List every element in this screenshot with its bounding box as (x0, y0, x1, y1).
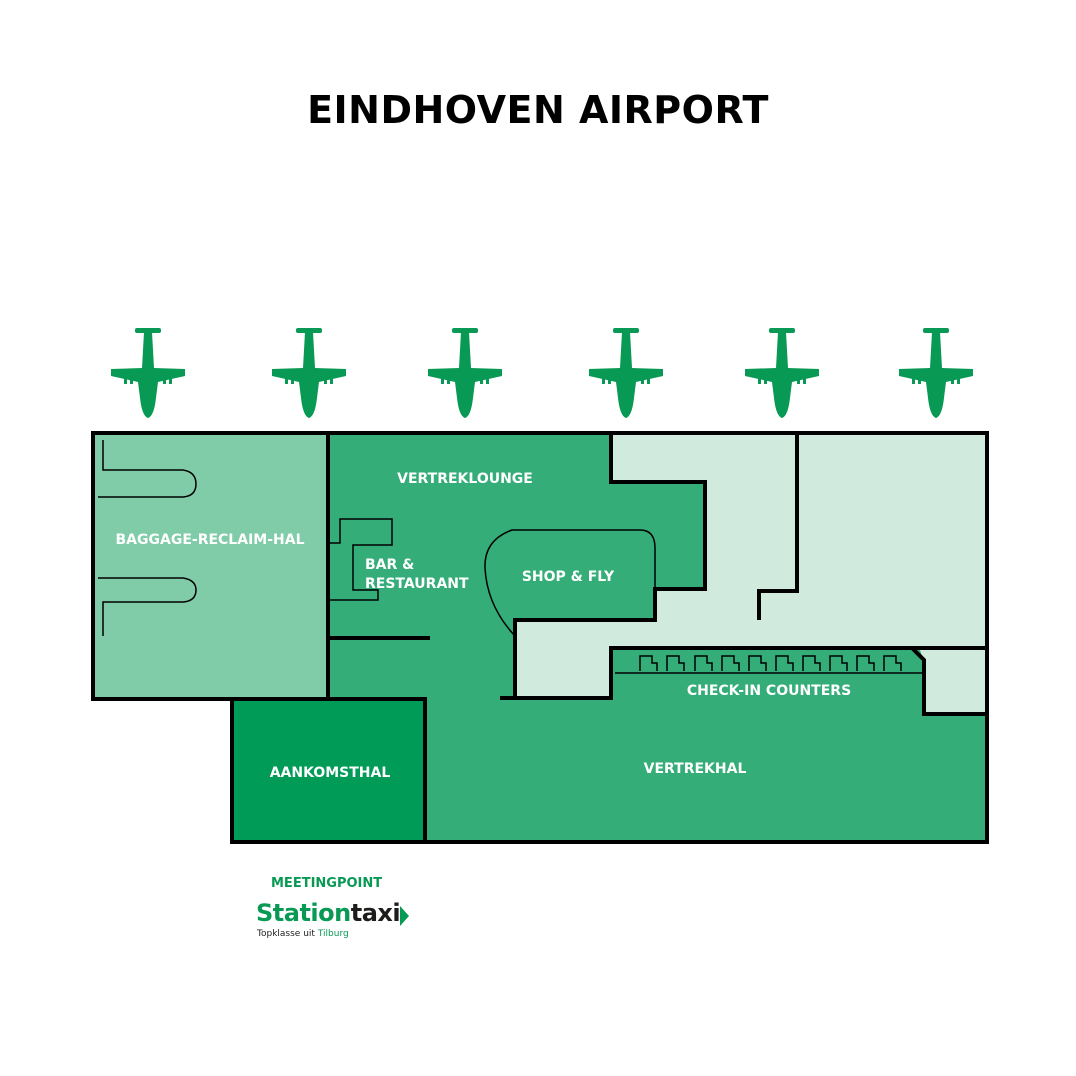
airplane-icon (899, 328, 973, 418)
label-aankomsthal: AANKOMSTHAL (270, 765, 391, 781)
label-baggage-reclaim: BAGGAGE-RECLAIM-HAL (116, 532, 305, 548)
label-vertreklounge: VERTREKLOUNGE (397, 471, 533, 487)
wall-checkin-top (515, 646, 987, 700)
airplane-icon (589, 328, 663, 418)
meetingpoint-label: MEETINGPOINT (271, 876, 383, 891)
tagline-city: Tilburg (317, 929, 349, 939)
wall-pale-right (757, 433, 799, 620)
logo-word-taxi: taxi (350, 899, 401, 927)
tagline-prefix: Topklasse uit (257, 929, 315, 939)
logo-word-station: Station (256, 899, 351, 927)
outer-wall (91, 431, 989, 844)
baggage-belt-1 (98, 440, 197, 498)
logo-tagline: Topklasse uit Tilburg (257, 929, 349, 939)
airplane-icon (745, 328, 819, 418)
airplane-icon (428, 328, 502, 418)
pale-zone-right (920, 650, 987, 714)
label-shop-fly: SHOP & FLY (522, 569, 615, 585)
label-checkin-counters: CHECK-IN COUNTERS (687, 683, 851, 699)
shop-boundary (484, 529, 656, 637)
airplane-icon (272, 328, 346, 418)
stationtaxi-logo: Stationtaxi (256, 898, 409, 928)
label-bar-line2: RESTAURANT (365, 576, 469, 592)
checkin-counter-desks (639, 655, 902, 671)
wall-checkin-right (910, 646, 987, 716)
airplane-icon (111, 328, 185, 418)
bar-counter (330, 518, 393, 601)
logo-arrow-icon (400, 906, 409, 926)
pale-zone-upper (515, 433, 987, 698)
baggage-reclaim-area (93, 433, 328, 699)
label-vertrekhal: VERTREKHAL (644, 761, 747, 777)
baggage-belt-2 (98, 577, 197, 636)
page-title: EINDHOVEN AIRPORT (307, 88, 769, 132)
aankomsthal-area (232, 699, 425, 842)
label-bar-line1: BAR & (365, 557, 414, 573)
